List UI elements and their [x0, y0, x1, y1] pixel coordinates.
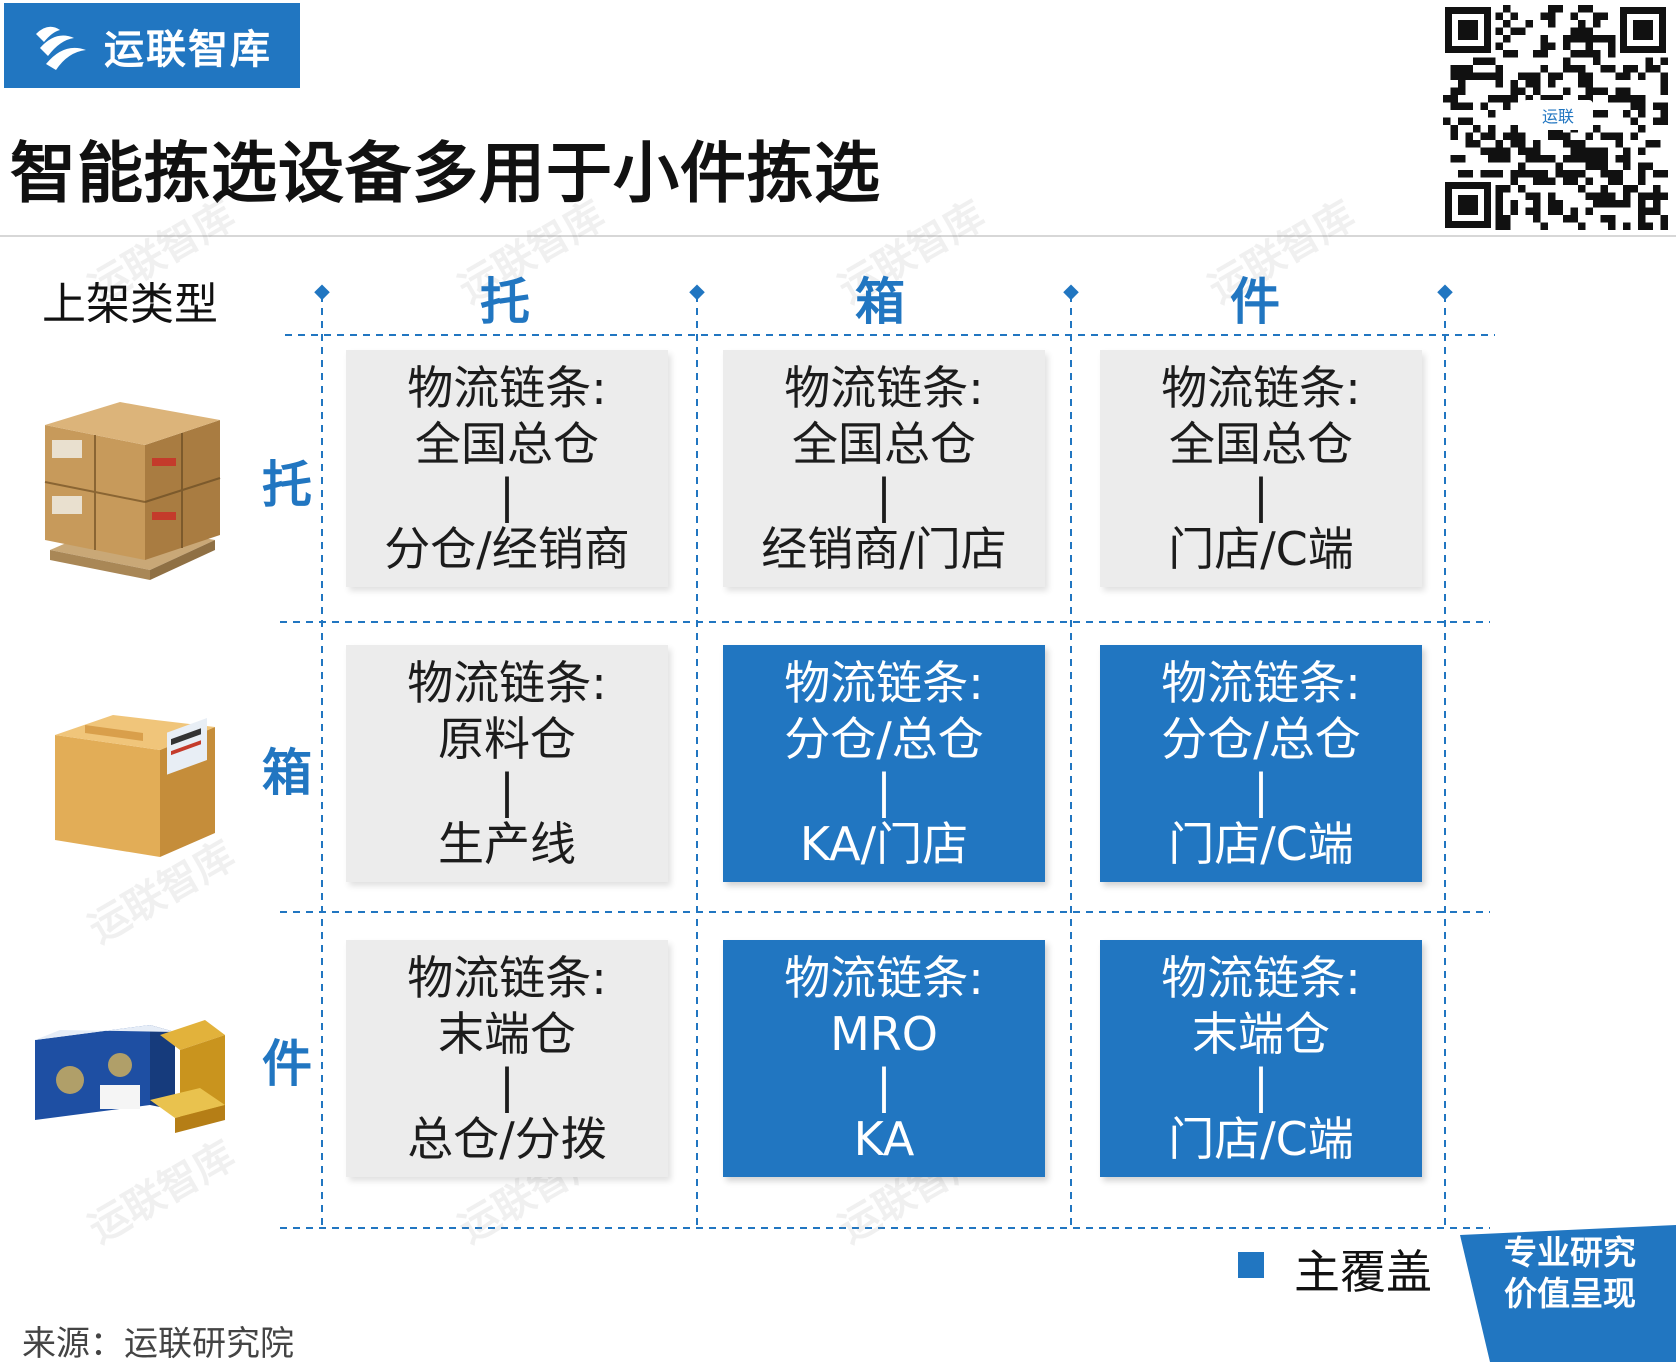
cell-heading: 物流链条: — [1161, 656, 1361, 711]
cell-heading: 物流链条: — [784, 951, 984, 1006]
badge-line-2: 价值呈现 — [1504, 1274, 1636, 1314]
cell-piece-case: 物流链条: MRO | KA — [723, 940, 1045, 1177]
cell-from: 末端仓 — [1192, 1007, 1330, 1062]
cell-to: KA — [853, 1111, 915, 1166]
badge-line-1: 专业研究 — [1504, 1233, 1636, 1272]
title-divider — [0, 235, 1676, 237]
cell-heading: 物流链条: — [784, 361, 984, 416]
row-header-piece: 件 — [262, 1035, 312, 1093]
qr-label: 运联 — [1542, 107, 1574, 126]
brand-name: 运联智库 — [104, 26, 272, 73]
cell-case-piece: 物流链条: 分仓/总仓 | 门店/C端 — [1100, 645, 1422, 882]
cell-heading: 物流链条: — [407, 656, 607, 711]
cell-from: 原料仓 — [438, 712, 576, 767]
cell-case-pallet: 物流链条: 原料仓 | 生产线 — [346, 645, 668, 882]
cell-from: 全国总仓 — [792, 417, 976, 472]
column-header-piece: 件 — [1230, 273, 1280, 331]
cell-to: 总仓/分拨 — [407, 1111, 607, 1166]
cell-to: 门店/C端 — [1168, 521, 1354, 576]
brand-logo-icon — [36, 26, 86, 70]
cell-from: MRO — [830, 1007, 938, 1062]
cardboard-box-image — [55, 715, 215, 857]
cell-from: 分仓/总仓 — [1161, 712, 1361, 767]
axis-label: 上架类型 — [42, 279, 218, 330]
cell-pallet-pallet: 物流链条: 全国总仓 | 分仓/经销商 — [346, 350, 668, 587]
cell-separator: | — [1253, 1059, 1269, 1114]
cell-pallet-case: 物流链条: 全国总仓 | 经销商/门店 — [723, 350, 1045, 587]
source-note: 来源：运联研究院 — [22, 1324, 294, 1364]
cell-to: 门店/C端 — [1168, 1111, 1354, 1166]
cell-separator: | — [1253, 764, 1269, 819]
cell-from: 末端仓 — [438, 1007, 576, 1062]
cell-heading: 物流链条: — [407, 951, 607, 1006]
cell-separator: | — [499, 469, 515, 524]
cell-to: 门店/C端 — [1168, 816, 1354, 871]
cell-case-case: 物流链条: 分仓/总仓 | KA/门店 — [723, 645, 1045, 882]
cell-from: 全国总仓 — [1169, 417, 1353, 472]
cell-pallet-piece: 物流链条: 全国总仓 | 门店/C端 — [1100, 350, 1422, 587]
pallet-boxes-image — [44, 402, 221, 580]
cell-to: 生产线 — [438, 816, 576, 871]
cell-piece-pallet: 物流链条: 末端仓 | 总仓/分拨 — [346, 940, 668, 1177]
cell-separator: | — [499, 764, 515, 819]
cell-separator: | — [876, 1059, 892, 1114]
brand-banner: 运联智库 — [4, 3, 300, 88]
row-header-pallet: 托 — [262, 456, 312, 514]
column-header-pallet: 托 — [480, 273, 530, 331]
cell-from: 分仓/总仓 — [784, 712, 984, 767]
row-header-case: 箱 — [262, 744, 312, 802]
cell-piece-piece: 物流链条: 末端仓 | 门店/C端 — [1100, 940, 1422, 1177]
cell-separator: | — [1253, 469, 1269, 524]
cell-from: 全国总仓 — [415, 417, 599, 472]
column-header-case: 箱 — [855, 273, 905, 331]
cell-separator: | — [876, 469, 892, 524]
cell-heading: 物流链条: — [1161, 951, 1361, 1006]
cell-heading: 物流链条: — [784, 656, 984, 711]
cell-to: 经销商/门店 — [761, 521, 1007, 576]
page-title: 智能拣选设备多用于小件拣选 — [10, 135, 881, 212]
badge-text: 专业研究 价值呈现 — [1470, 1232, 1670, 1315]
badge-shape — [1460, 1225, 1676, 1362]
cell-heading: 物流链条: — [1161, 361, 1361, 416]
cell-to: 分仓/经销商 — [384, 521, 630, 576]
product-packages-image — [35, 1020, 225, 1133]
legend-label: 主覆盖 — [1294, 1245, 1432, 1299]
cell-separator: | — [876, 764, 892, 819]
cell-separator: | — [499, 1059, 515, 1114]
qr-code-image: 运联 — [1443, 5, 1668, 230]
cell-to: KA/门店 — [799, 816, 969, 871]
cell-heading: 物流链条: — [407, 361, 607, 416]
legend-swatch — [1238, 1252, 1264, 1278]
